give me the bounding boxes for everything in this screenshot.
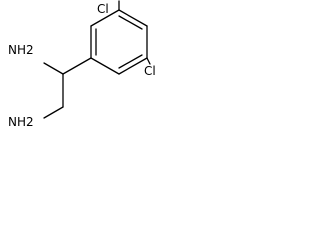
amine-label-bottom: NH2 xyxy=(8,115,34,129)
chloro-label-top: Cl xyxy=(97,2,109,16)
bond-ring-cl-bottom xyxy=(146,57,151,65)
chemical-structure: NH2 NH2 Cl Cl xyxy=(8,0,156,129)
bond-ch2-nh2-bottom xyxy=(43,106,64,119)
chloro-label-bottom: Cl xyxy=(144,64,156,78)
ring-bond-5-inner xyxy=(118,54,143,69)
bond-ch-nh2-top xyxy=(43,62,64,75)
ring-bond-6 xyxy=(90,57,120,75)
ring-bond-3-inner xyxy=(118,15,143,30)
bonds xyxy=(43,0,151,119)
ring-bond-5 xyxy=(118,57,148,75)
ring-bond-3 xyxy=(118,9,148,27)
amine-label-top: NH2 xyxy=(8,43,34,57)
atom-labels: NH2 NH2 Cl Cl xyxy=(8,2,156,129)
ring-bond-2 xyxy=(90,9,120,27)
bond-ch-ring xyxy=(62,57,92,75)
